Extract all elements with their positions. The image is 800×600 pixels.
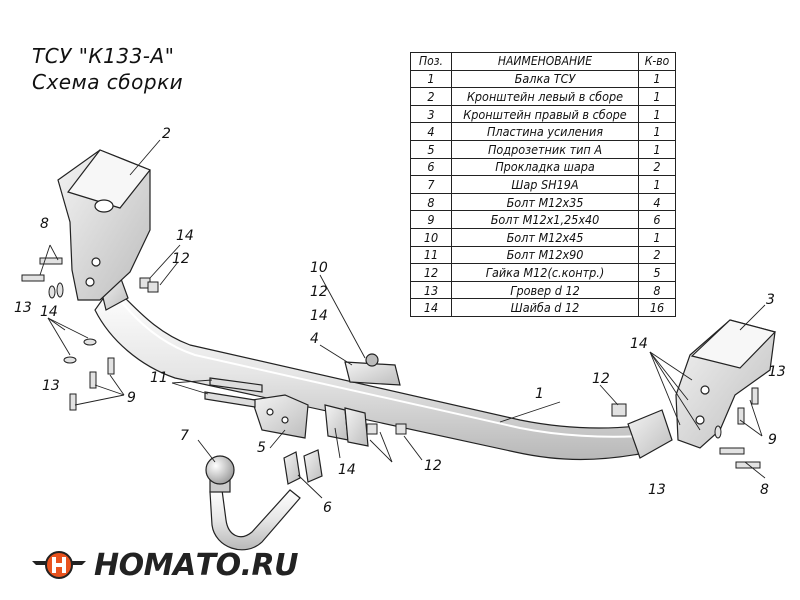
callout-14-top: 14 bbox=[310, 308, 328, 324]
left-bracket bbox=[57, 149, 151, 301]
row-name: Подрозетник тип А bbox=[451, 139, 639, 159]
callout-13-bottom-right: 13 bbox=[648, 482, 666, 498]
leader-lines bbox=[39, 139, 766, 499]
callout-13-upper-left: 13 bbox=[14, 300, 32, 316]
row-name: Прокладка шара bbox=[451, 157, 639, 177]
row-name: Болт М12х45 bbox=[451, 227, 639, 247]
callout-6: 6 bbox=[323, 500, 332, 516]
callout-12-center: 12 bbox=[424, 458, 442, 474]
callout-14-left: 14 bbox=[176, 228, 194, 244]
fasteners bbox=[21, 257, 761, 469]
callout-13-lower-left: 13 bbox=[42, 378, 60, 394]
callout-14-center: 14 bbox=[338, 462, 356, 478]
parts-table-header: Поз. НАИМЕНОВАНИЕ К-во bbox=[410, 52, 676, 71]
callout-9-right: 9 bbox=[768, 432, 777, 448]
ball-spacers bbox=[283, 449, 323, 485]
row-name: Болт М12х1,25х40 bbox=[451, 210, 639, 229]
callout-14-far-left: 14 bbox=[40, 304, 58, 320]
reinforcement-plate bbox=[344, 353, 401, 386]
callout-11: 11 bbox=[150, 370, 168, 386]
row-name: Кронштейн левый в сборе bbox=[451, 87, 639, 106]
winged-h-logo-icon bbox=[32, 551, 86, 579]
tow-ball bbox=[205, 455, 301, 551]
long-bolts bbox=[204, 377, 263, 408]
right-bracket bbox=[675, 319, 777, 449]
callout-13-right: 13 bbox=[768, 364, 786, 380]
callout-12-top: 12 bbox=[310, 284, 328, 300]
callout-7: 7 bbox=[180, 428, 189, 444]
logo: НОМАТО.RU bbox=[30, 545, 299, 585]
callout-14-right: 14 bbox=[630, 336, 648, 352]
socket-bracket bbox=[251, 394, 309, 439]
callout-12-left: 12 bbox=[172, 251, 190, 267]
callout-5: 5 bbox=[257, 440, 266, 456]
callout-3: 3 bbox=[766, 292, 775, 308]
callout-8-left: 8 bbox=[40, 216, 49, 232]
callouts: 2 1 3 4 5 6 7 8 8 9 9 10 11 12 12 12 12 … bbox=[14, 126, 786, 516]
callout-2: 2 bbox=[162, 126, 171, 142]
callout-1: 1 bbox=[535, 386, 544, 402]
diagram-subtitle: Схема сборки bbox=[32, 70, 184, 94]
row-qty: 16 bbox=[638, 298, 676, 317]
callout-4: 4 bbox=[310, 331, 319, 347]
row-name: Пластина усиления bbox=[451, 122, 639, 141]
header-pos: Поз. bbox=[410, 52, 452, 71]
ball-mount bbox=[324, 404, 369, 447]
diagram-title: ТСУ "К133-А" bbox=[32, 44, 175, 68]
logo-text: НОМАТО.RU bbox=[94, 547, 299, 583]
row-qty: 1 bbox=[638, 227, 676, 247]
row-pos: 11 bbox=[410, 245, 452, 265]
callout-8-right: 8 bbox=[760, 482, 769, 498]
callout-12-right: 12 bbox=[592, 371, 610, 387]
callout-9-left: 9 bbox=[127, 390, 136, 406]
callout-10: 10 bbox=[310, 260, 328, 276]
row-qty: 1 bbox=[638, 139, 676, 159]
